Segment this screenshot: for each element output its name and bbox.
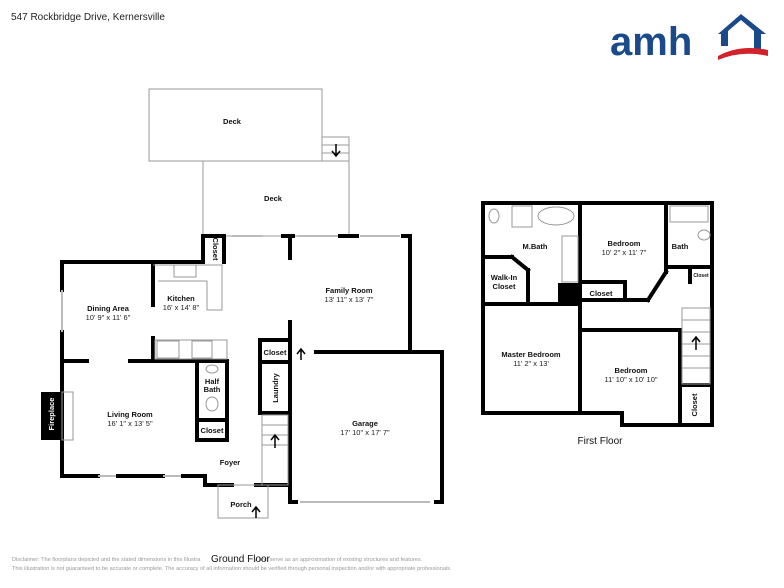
- master-dims: 11' 2" x 13': [513, 359, 549, 368]
- refrigerator-icon: [156, 340, 180, 359]
- porch: [217, 484, 269, 519]
- logo-text: amh: [610, 20, 692, 60]
- dining-label: Dining Area: [87, 304, 130, 313]
- half-bath-label-2: Bath: [204, 385, 221, 394]
- toilet-icon: [488, 208, 500, 224]
- stove-icon: [191, 340, 213, 359]
- arrow-up-icon: [296, 347, 306, 360]
- stairs-first: [681, 307, 711, 385]
- ground-floor-title: Ground Floor: [211, 554, 270, 565]
- closet-small-label: Closet: [693, 273, 709, 279]
- family-dims: 13' 11" x 13' 7": [325, 295, 374, 304]
- garage-dims: 17' 10" x 17' 7": [340, 428, 390, 437]
- porch-label: Porch: [230, 500, 252, 509]
- amh-logo: amh: [610, 14, 768, 60]
- deck-lower-label: Deck: [264, 194, 283, 203]
- arrow-up-icon: [270, 433, 280, 448]
- property-address: 547 Rockbridge Drive, Kernersville: [11, 12, 165, 23]
- fireplace: [41, 392, 62, 440]
- closet-laundry-label: Closet: [264, 348, 287, 357]
- kitchen-dims: 16' x 14' 8": [163, 303, 200, 312]
- garage-label: Garage: [352, 419, 378, 428]
- bedroom2-dims: 10' 2" x 11' 7": [602, 248, 647, 257]
- mbath-label: M.Bath: [523, 242, 548, 251]
- disclaimer-line-1: Disclaimer: The floorplans depicted and …: [12, 557, 422, 563]
- stairs: [261, 414, 289, 486]
- half-bath-label: Half: [205, 377, 220, 386]
- first-floor-walls: [481, 201, 714, 427]
- bedroom2-label: Bedroom: [608, 239, 641, 248]
- deck-lower: [202, 160, 350, 237]
- family-label: Family Room: [325, 286, 372, 295]
- bedroom3-label: Bedroom: [615, 366, 648, 375]
- walkin-label-2: Closet: [493, 282, 516, 291]
- foyer-label: Foyer: [220, 458, 241, 467]
- living-dims: 16' 1" x 13' 5": [107, 419, 153, 428]
- disclaimer-part-b: y and serve as an approximation of exist…: [254, 557, 423, 563]
- toilet-icon: [697, 229, 711, 241]
- chimney: [558, 283, 580, 303]
- logo-swoosh: [718, 48, 768, 60]
- kitchen-lower-counter: [154, 339, 228, 360]
- kitchen-counter: [153, 264, 223, 311]
- kitchen-sink-icon: [173, 264, 197, 278]
- arrow-down-icon: [331, 144, 341, 158]
- sink-icon: [205, 364, 219, 374]
- house-roof-icon: [718, 14, 766, 50]
- fireplace-label: Fireplace: [47, 398, 56, 431]
- vanity-icon: [561, 235, 579, 283]
- closet-stairs-label: Closet: [690, 393, 699, 416]
- arrow-up-icon: [251, 505, 261, 518]
- bath-label: Bath: [672, 242, 689, 251]
- disclaimer-part-a: Disclaimer: The floorplans depicted and …: [12, 557, 201, 563]
- laundry-label: Laundry: [271, 372, 280, 402]
- closet-top-label: Closet: [211, 238, 220, 261]
- disclaimer-line-2: This illustration is not guaranteed to b…: [12, 566, 452, 572]
- arrow-up-icon: [691, 335, 701, 350]
- closet-bath-label: Closet: [201, 426, 224, 435]
- ground-floor-walls: [60, 234, 444, 504]
- shower-icon: [511, 205, 533, 228]
- dining-dims: 10' 9" x 11' 6": [86, 313, 131, 322]
- bathtub-icon: [537, 206, 575, 226]
- bathtub-icon: [669, 205, 709, 223]
- living-label: Living Room: [107, 410, 153, 419]
- kitchen-label: Kitchen: [167, 294, 195, 303]
- toilet-icon: [205, 396, 219, 412]
- closet-mid-label: Closet: [590, 289, 613, 298]
- bedroom3-dims: 11' 10" x 10' 10": [604, 375, 657, 384]
- master-label: Master Bedroom: [501, 350, 561, 359]
- first-floor-title: First Floor: [578, 436, 624, 447]
- deck-upper-label: Deck: [223, 117, 242, 126]
- walkin-label: Walk-In: [491, 273, 518, 282]
